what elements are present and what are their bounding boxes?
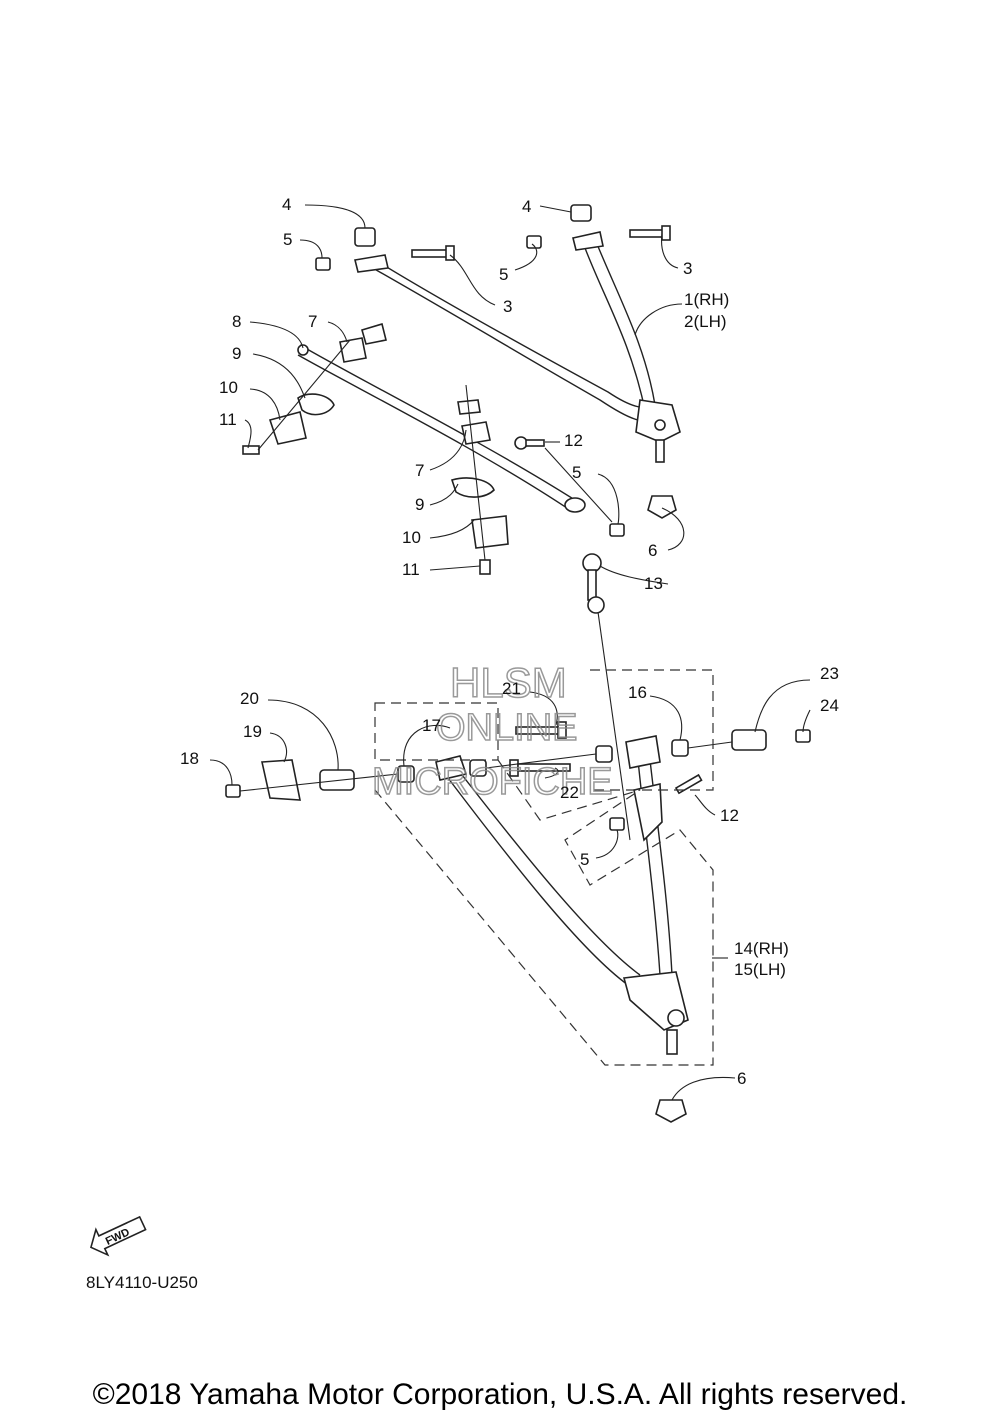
bolt-3-left (411, 245, 455, 261)
clamp-7-left-b (361, 322, 387, 345)
callout-5b: 5 (499, 265, 508, 284)
callout-24: 24 (820, 696, 839, 715)
callout-6b: 6 (737, 1069, 746, 1088)
clamp-7-left (339, 337, 367, 363)
lower-arm (435, 735, 689, 1055)
callout-3b: 3 (683, 259, 692, 278)
nut-6-upper (647, 495, 677, 519)
bolt-11-left (242, 445, 260, 455)
callout-3a: 3 (503, 297, 512, 316)
callout-22: 22 (560, 783, 579, 802)
callout-4a: 4 (282, 195, 291, 214)
callout-13: 13 (644, 574, 663, 593)
collar-20 (319, 769, 355, 791)
callout-20: 20 (240, 689, 259, 708)
callout-23: 23 (820, 664, 839, 683)
assembly-outline-rear (590, 669, 714, 791)
callout-16: 16 (628, 683, 647, 702)
bolt-3-right (629, 225, 671, 241)
nut-6-lower (655, 1099, 687, 1123)
callout-21: 21 (502, 679, 521, 698)
assembly-outline-arm (374, 789, 714, 1066)
bolt-11-center (479, 559, 491, 575)
bolt-21 (515, 721, 567, 739)
callout-17: 17 (422, 716, 441, 735)
callout-5a: 5 (283, 230, 292, 249)
callout-12a: 12 (564, 431, 583, 450)
nut-5-d (609, 817, 625, 831)
callout-6a: 6 (648, 541, 657, 560)
callout-19: 19 (243, 722, 262, 741)
holder-10-center (471, 515, 509, 549)
upper-arm (354, 231, 681, 463)
callouts: 4 5 3 4 5 3 1(RH) 2(LH) 8 7 9 10 11 12 5… (180, 195, 839, 1088)
watermark: HLSM ONLINE MICROFICHE (371, 658, 613, 804)
watermark-line2: ONLINE (436, 707, 577, 749)
bushing-9-left (297, 393, 335, 416)
bushing-9-center (450, 477, 495, 498)
callout-7a: 7 (308, 312, 317, 331)
callout-2: 2(LH) (684, 312, 727, 331)
copyright-notice: ©2018 Yamaha Motor Corporation, U.S.A. A… (92, 1378, 908, 1411)
callout-10a: 10 (219, 378, 238, 397)
clamp-7-center (461, 421, 491, 445)
bushing-16-b (671, 739, 689, 757)
bushing-4-left (354, 227, 376, 247)
stabilizer-link (582, 553, 631, 841)
nut-5-b (526, 235, 542, 249)
collar-23 (731, 729, 767, 751)
fwd-badge-text: FWD (104, 1226, 132, 1247)
callout-11a: 11 (219, 410, 237, 429)
callout-8: 8 (232, 312, 241, 331)
bushing-16-a (595, 745, 613, 763)
callout-10b: 10 (402, 528, 421, 547)
callout-9a: 9 (232, 344, 241, 363)
callout-4b: 4 (522, 197, 531, 216)
nut-5-c (609, 523, 625, 537)
diagram-code: 8LY4110-U250 (86, 1273, 198, 1292)
nut-5-a (315, 257, 331, 271)
stabilizer-bar (297, 344, 586, 513)
callout-11b: 11 (402, 560, 420, 579)
watermark-line3: MICROFICHE (372, 761, 613, 803)
callout-7b: 7 (415, 461, 424, 480)
fwd-badge: FWD (89, 1215, 147, 1257)
callout-5d: 5 (580, 850, 589, 869)
callout-5c: 5 (572, 463, 581, 482)
callout-18: 18 (180, 749, 199, 768)
bracket-19 (261, 759, 301, 801)
nut-18 (225, 784, 241, 798)
callout-15: 15(LH) (734, 960, 786, 979)
callout-12b: 12 (720, 806, 739, 825)
assembly-outline-mid (497, 759, 641, 821)
holder-10-left (268, 411, 307, 445)
callout-14: 14(RH) (734, 939, 789, 958)
bolt-22 (509, 759, 571, 777)
bolt-12-upper (514, 436, 545, 450)
clamp-7-center-b (457, 399, 481, 415)
callout-9b: 9 (415, 495, 424, 514)
bushing-4-right (570, 204, 592, 222)
callout-1: 1(RH) (684, 290, 729, 309)
watermark-line1: HLSM (450, 659, 567, 706)
